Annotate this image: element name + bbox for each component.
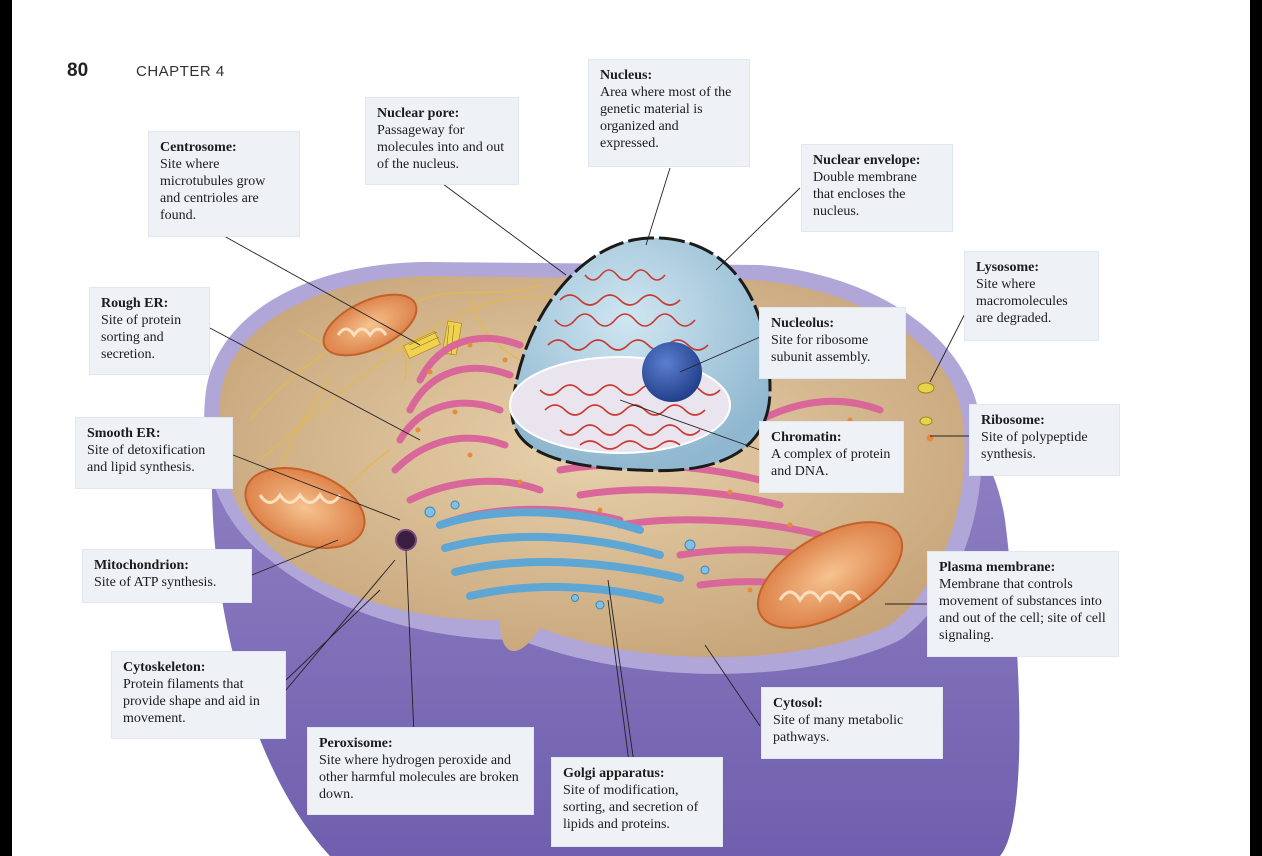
label-chromatin-desc: A complex of protein and DNA. (771, 447, 891, 479)
label-smooth-er-title: Smooth ER: (87, 426, 161, 441)
label-rough-er-title: Rough ER: (101, 296, 169, 311)
label-chromatin-title: Chromatin: (771, 430, 842, 445)
label-nucleus: Nucleus: Area where most of the genetic … (589, 60, 749, 166)
label-lysosome: Lysosome: Site where macromolecules are … (965, 252, 1098, 340)
label-peroxisome: Peroxisome: Site where hydrogen peroxide… (308, 728, 533, 814)
label-nuclear-pore-desc: Passageway for molecules into and out of… (377, 123, 505, 172)
label-cytosol-title: Cytosol: (773, 696, 823, 711)
label-smooth-er: Smooth ER: Site of detoxification and li… (76, 418, 232, 488)
label-golgi-desc: Site of modification, sorting, and secre… (563, 783, 699, 832)
label-plasma-membrane-title: Plasma membrane: (939, 560, 1056, 575)
label-chromatin: Chromatin: A complex of protein and DNA. (760, 422, 903, 492)
page-number: 80 (67, 60, 89, 81)
mitochondrion-top (322, 293, 418, 357)
label-centrosome-title: Centrosome: (160, 140, 237, 155)
label-nucleolus-title: Nucleolus: (771, 316, 834, 331)
leader-lines (207, 167, 977, 771)
label-nuclear-pore: Nuclear pore: Passageway for molecules i… (366, 98, 518, 184)
golgi-apparatus (436, 508, 684, 604)
golgi-vesicles (424, 500, 710, 610)
label-nucleolus-desc: Site for ribosome subunit assembly. (771, 333, 871, 365)
label-plasma-membrane: Plasma membrane: Membrane that controls … (928, 552, 1118, 656)
label-cytoskeleton-title: Cytoskeleton: (123, 660, 206, 675)
label-ribosome-desc: Site of polypeptide synthesis. (981, 430, 1088, 462)
label-golgi-title: Golgi apparatus: (563, 766, 665, 781)
label-smooth-er-desc: Site of detoxification and lipid synthes… (87, 443, 206, 475)
label-cytoskeleton: Cytoskeleton: Protein filaments that pro… (112, 652, 285, 738)
peroxisome (395, 529, 417, 551)
textbook-page: 80 CHAPTER 4 (12, 0, 1250, 856)
label-centrosome-desc: Site where microtubules grow and centrio… (160, 157, 266, 223)
label-ribosome-title: Ribosome: (981, 413, 1045, 428)
label-peroxisome-title: Peroxisome: (319, 736, 393, 751)
label-ribosome: Ribosome: Site of polypeptide synthesis. (970, 405, 1119, 475)
label-plasma-membrane-desc: Membrane that controls movement of subst… (939, 577, 1106, 643)
nucleolus (642, 342, 702, 402)
label-centrosome: Centrosome: Site where microtubules grow… (149, 132, 299, 236)
ribosome-dots (415, 297, 934, 593)
label-mitochondrion-title: Mitochondrion: (94, 558, 189, 573)
label-lysosome-desc: Site where macromolecules are degraded. (976, 277, 1068, 326)
label-peroxisome-desc: Site where hydrogen peroxide and other h… (319, 753, 519, 802)
label-cytosol: Cytosol: Site of many metabolic pathways… (762, 688, 942, 758)
label-mitochondrion-desc: Site of ATP synthesis. (94, 575, 217, 590)
label-nuclear-pore-title: Nuclear pore: (377, 106, 460, 121)
label-mitochondrion: Mitochondrion: Site of ATP synthesis. (83, 550, 251, 602)
label-nuclear-envelope-title: Nuclear envelope: (813, 153, 921, 168)
label-golgi: Golgi apparatus: Site of modification, s… (552, 758, 722, 846)
label-nucleus-title: Nucleus: (600, 68, 653, 83)
lysosomes (917, 382, 935, 426)
label-nuclear-envelope: Nuclear envelope: Double membrane that e… (802, 145, 952, 231)
label-cytoskeleton-desc: Protein filaments that provide shape and… (123, 677, 260, 726)
label-rough-er-desc: Site of protein sorting and secretion. (101, 313, 182, 362)
mitochondrion-right (756, 521, 904, 629)
label-nucleus-desc: Area where most of the genetic material … (600, 85, 732, 151)
label-cytosol-desc: Site of many metabolic pathways. (773, 713, 904, 745)
label-lysosome-title: Lysosome: (976, 260, 1039, 275)
label-rough-er: Rough ER: Site of protein sorting and se… (90, 288, 209, 374)
label-nuclear-envelope-desc: Double membrane that encloses the nucleu… (813, 170, 917, 219)
mitochondrion-left (244, 467, 366, 549)
label-nucleolus: Nucleolus: Site for ribosome subunit ass… (760, 308, 905, 378)
chapter-heading: CHAPTER 4 (136, 63, 225, 80)
